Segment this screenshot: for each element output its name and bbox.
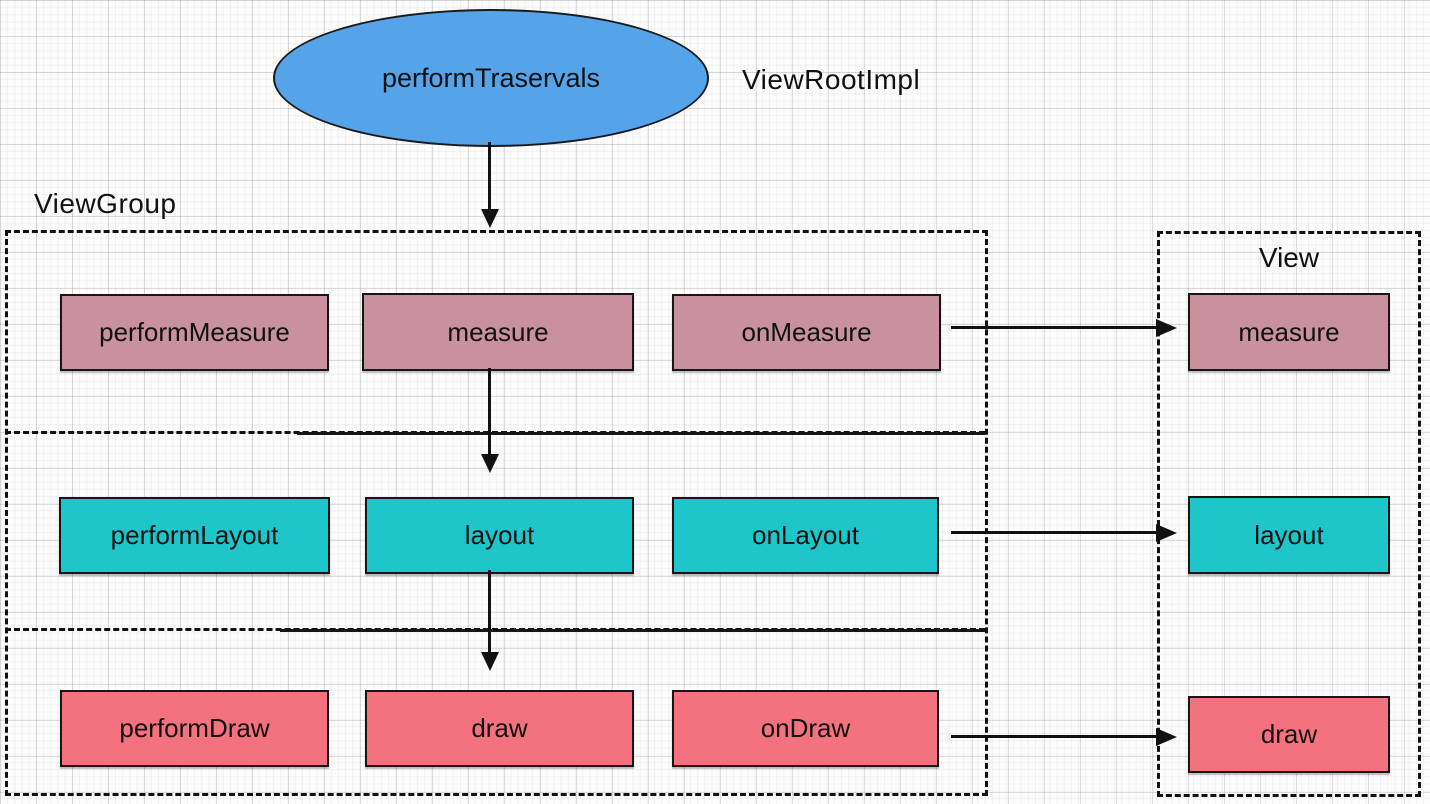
node-on-draw: onDraw [672, 690, 939, 767]
node-layout: layout [365, 497, 634, 574]
node-perform-layout: performLayout [59, 497, 330, 574]
arrow-traversals-to-viewgroup-head-icon [481, 209, 499, 228]
arrow-measure-to-layout-head-icon [481, 454, 499, 473]
arrow-onlayout-to-view-layout-head-icon [1156, 524, 1177, 542]
arrow-traversals-to-viewgroup-line [488, 142, 491, 212]
node-draw: draw [365, 690, 634, 767]
arrow-onlayout-to-view-layout-line [951, 531, 1159, 534]
node-perform-draw: performDraw [60, 690, 329, 767]
node-perform-layout-label: performLayout [110, 520, 279, 550]
node-view-layout-label: layout [1254, 519, 1324, 550]
arrow-onmeasure-to-view-measure-line [951, 326, 1159, 329]
separator-layout-draw-solid [280, 629, 985, 632]
node-view-measure-label: measure [1238, 316, 1340, 347]
node-layout-label: layout [464, 520, 535, 550]
node-draw-label: draw [471, 713, 528, 743]
node-perform-measure: performMeasure [60, 294, 329, 371]
arrow-measure-to-layout-line [488, 368, 491, 456]
node-on-layout-label: onLayout [752, 520, 859, 550]
node-view-draw: draw [1188, 696, 1390, 773]
node-view-measure: measure [1188, 293, 1390, 371]
label-viewrootimpl: ViewRootImpl [742, 64, 921, 95]
node-measure: measure [362, 293, 634, 371]
node-perform-draw-label: performDraw [119, 713, 270, 743]
node-view-draw-label: draw [1260, 719, 1318, 749]
arrow-layout-to-draw-line [488, 570, 491, 654]
node-measure-label: measure [447, 316, 549, 347]
node-on-measure: onMeasure [672, 294, 941, 371]
node-on-layout: onLayout [672, 497, 939, 574]
arrow-layout-to-draw-head-icon [481, 652, 499, 671]
node-on-measure-label: onMeasure [741, 317, 872, 347]
arrow-ondraw-to-view-draw-line [951, 735, 1159, 738]
node-view-layout: layout [1188, 496, 1390, 574]
arrow-onmeasure-to-view-measure-head-icon [1156, 319, 1177, 337]
label-viewgroup: ViewGroup [34, 188, 177, 219]
arrow-ondraw-to-view-draw-head-icon [1156, 728, 1177, 746]
viewgroup-container [5, 230, 988, 796]
node-perform-measure-label: performMeasure [99, 317, 290, 347]
separator-measure-layout-solid [297, 432, 985, 435]
view-container: View [1157, 231, 1421, 797]
node-perform-traversals-label: performTraservals [381, 62, 601, 93]
node-on-draw-label: onDraw [760, 713, 851, 743]
node-perform-traversals: performTraservals [273, 9, 709, 147]
label-view: View [1258, 242, 1320, 273]
